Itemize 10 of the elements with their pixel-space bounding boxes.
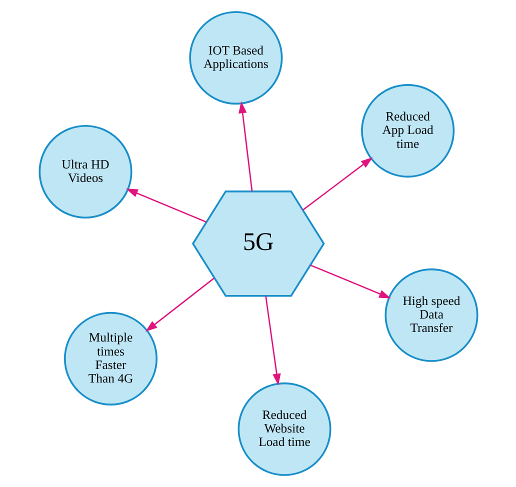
arrow <box>126 188 206 223</box>
node-circle: Reduced Website Load time <box>237 382 331 476</box>
arrow <box>144 278 214 332</box>
node-circle: High speed Data Transfer <box>384 268 478 362</box>
arrow <box>310 264 390 298</box>
arrow <box>238 101 252 192</box>
arrow <box>264 296 280 386</box>
node-circle: IOT Based Applications <box>188 11 282 105</box>
node-circle: Ultra HD Videos <box>38 124 132 219</box>
arrow <box>302 157 372 211</box>
